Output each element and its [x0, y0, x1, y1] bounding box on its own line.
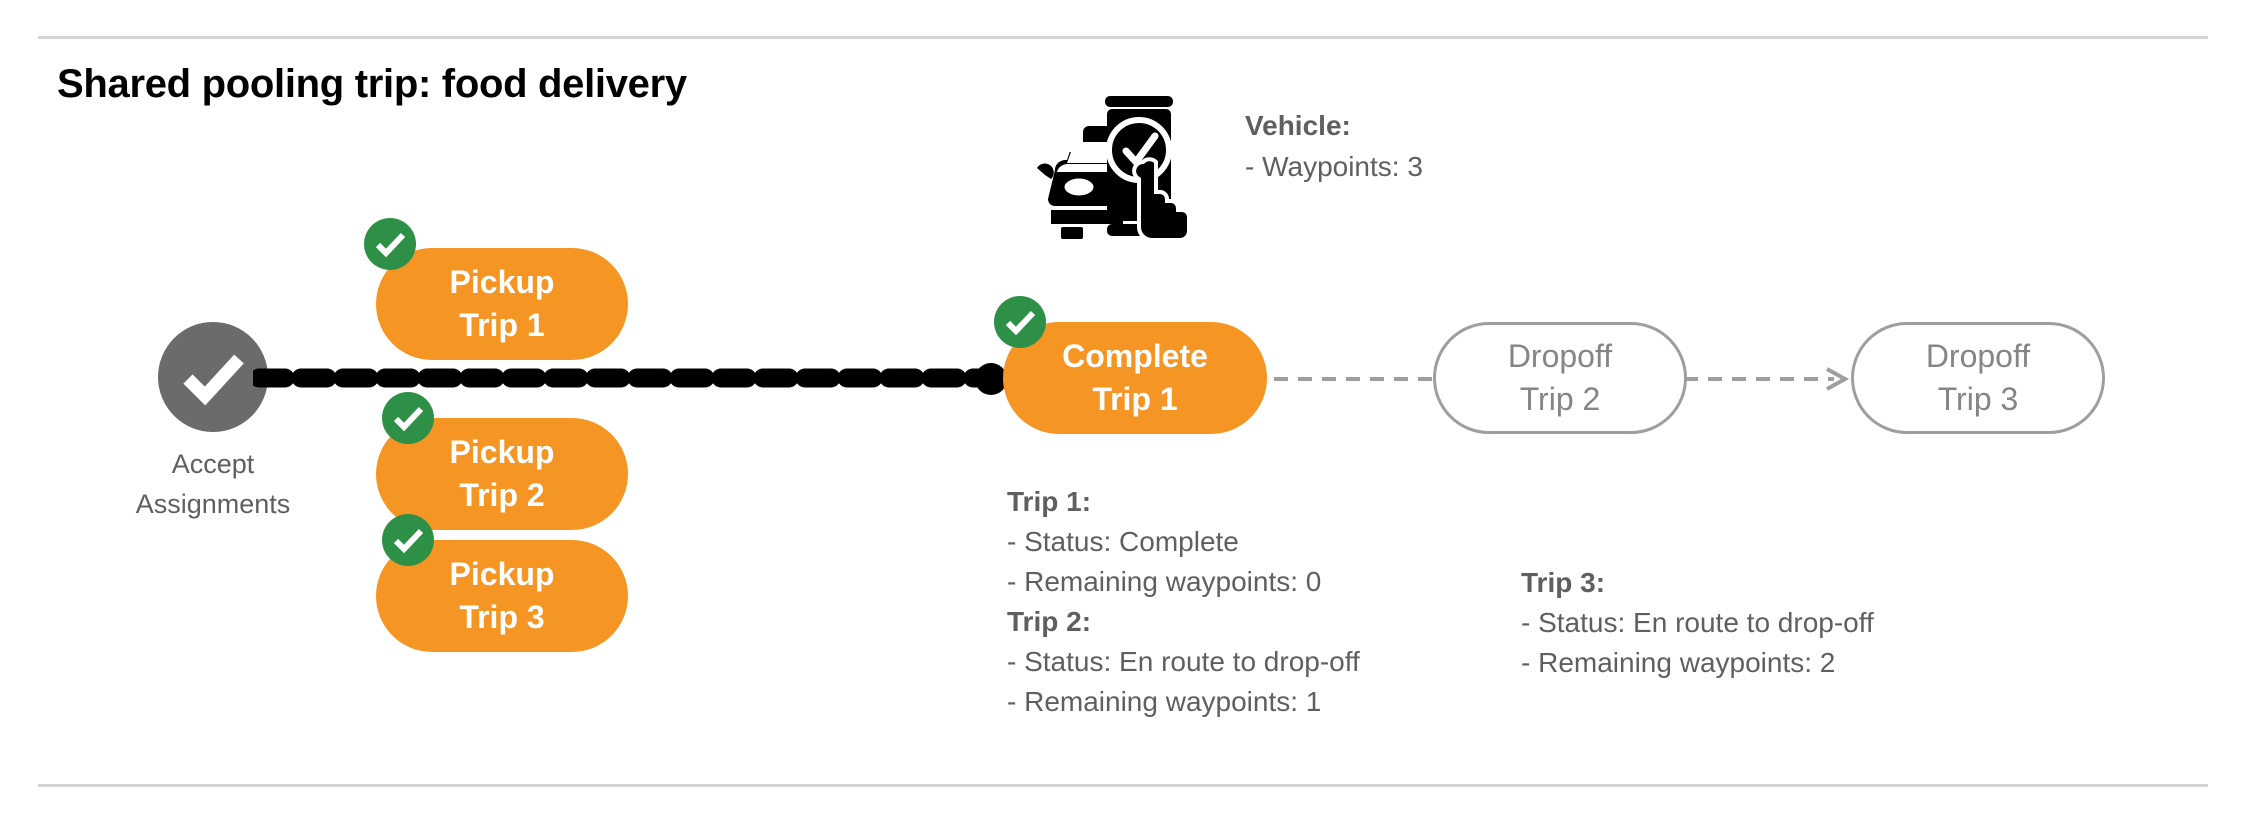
check-badge-icon-pickup-1 [364, 218, 416, 270]
node-pickup-trip-2-line2: Trip 2 [459, 477, 545, 513]
connector-dropoff2-to-dropoff3 [1684, 364, 1854, 394]
node-dropoff-trip-2-line2: Trip 2 [1519, 381, 1601, 417]
accept-label-line2: Assignments [135, 489, 291, 519]
car-phone-check-icon [1031, 88, 1203, 242]
node-complete-trip-1-line1: Complete [1062, 338, 1208, 374]
node-dropoff-trip-3-line2: Trip 3 [1937, 381, 2019, 417]
node-accept-assignments[interactable]: Accept Assignments [136, 322, 290, 519]
check-badge-icon-pickup-3 [382, 514, 434, 566]
trip-info-right-column: Trip 3: - Status: En route to drop-off -… [1521, 563, 1874, 683]
node-dropoff-trip-2[interactable]: Dropoff Trip 2 [1433, 322, 1687, 434]
vehicle-info: Vehicle: - Waypoints: 3 [1245, 105, 1423, 187]
node-dropoff-trip-2-line1: Dropoff [1507, 338, 1613, 374]
connector-endpoint-dot [975, 363, 1007, 395]
accept-label-line1: Accept [171, 449, 255, 479]
trip-2-status: - Status: En route to drop-off [1007, 646, 1360, 677]
page-title: Shared pooling trip: food delivery [57, 62, 687, 106]
connector-accept-to-complete [249, 362, 1007, 394]
vehicle-waypoints: - Waypoints: 3 [1245, 151, 1423, 182]
trip-2-waypoints: - Remaining waypoints: 1 [1007, 686, 1322, 717]
node-complete-trip-1-line2: Trip 1 [1092, 381, 1178, 417]
trip-1-heading: Trip 1: [1007, 486, 1092, 517]
divider-bottom [38, 784, 2208, 787]
check-circle-icon [158, 322, 268, 432]
vehicle-heading: Vehicle: [1245, 110, 1351, 141]
node-pickup-trip-1[interactable]: Pickup Trip 1 [376, 248, 628, 360]
trip-info-left-column: Trip 1: - Status: Complete - Remaining w… [1007, 482, 1360, 722]
check-badge-icon-complete-1 [994, 296, 1046, 348]
node-complete-trip-1[interactable]: Complete Trip 1 [1003, 322, 1267, 434]
trip-1-status: - Status: Complete [1007, 526, 1239, 557]
node-accept-assignments-label: Accept Assignments [98, 444, 328, 524]
node-pickup-trip-2-line1: Pickup [449, 434, 555, 470]
node-pickup-trip-1-line2: Trip 1 [459, 307, 545, 343]
node-pickup-trip-3-line2: Trip 3 [459, 599, 545, 635]
trip-3-status: - Status: En route to drop-off [1521, 607, 1874, 638]
node-dropoff-trip-3-line1: Dropoff [1925, 338, 2031, 374]
node-pickup-trip-3-line1: Pickup [449, 556, 555, 592]
trip-3-heading: Trip 3: [1521, 567, 1606, 598]
check-badge-icon-pickup-2 [382, 392, 434, 444]
node-dropoff-trip-3[interactable]: Dropoff Trip 3 [1851, 322, 2105, 434]
divider-top [38, 36, 2208, 39]
trip-1-waypoints: - Remaining waypoints: 0 [1007, 566, 1322, 597]
connector-complete-to-dropoff2 [1250, 364, 1440, 394]
trip-2-heading: Trip 2: [1007, 606, 1092, 637]
trip-3-waypoints: - Remaining waypoints: 2 [1521, 647, 1836, 678]
node-pickup-trip-1-line1: Pickup [449, 264, 555, 300]
